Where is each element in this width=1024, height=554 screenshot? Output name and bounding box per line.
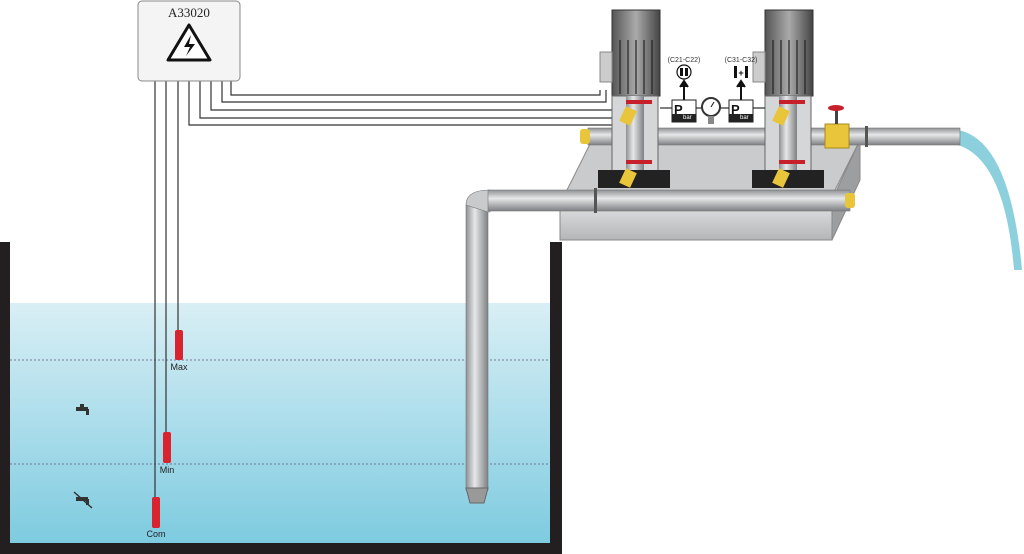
pressure-manifold: P bar P bar (C21-C22) (C31-C32) + xyxy=(660,57,765,124)
pressure-unit-1: bar xyxy=(683,115,692,121)
tank-right-wall xyxy=(550,242,562,554)
float-switch-com: Com xyxy=(146,497,166,539)
suction-pipe xyxy=(465,188,855,504)
pressure-switch-2: P bar xyxy=(728,99,754,123)
svg-text:+: + xyxy=(738,68,743,78)
float-label-com: Com xyxy=(146,529,165,539)
faucet-disabled-icon xyxy=(73,491,93,509)
pressure-label-2: P xyxy=(731,102,740,117)
pump-2 xyxy=(752,9,824,188)
faucet-icon xyxy=(76,404,89,415)
pressure-gauge-icon xyxy=(701,97,721,124)
contact-switch-icon: + xyxy=(734,66,748,78)
pump-1 xyxy=(598,9,670,188)
float-switch-min: Min xyxy=(160,432,175,475)
water-tank xyxy=(0,242,562,554)
water xyxy=(10,303,550,543)
tank-bottom xyxy=(0,543,562,554)
pressure-unit-2: bar xyxy=(740,115,749,121)
control-box-label: A33020 xyxy=(168,5,210,20)
high-voltage-icon xyxy=(166,23,212,62)
rotation-switch-icon xyxy=(676,64,692,80)
code-label-2: (C31-C32) xyxy=(725,57,758,64)
float-switch-max: Max xyxy=(170,330,188,372)
pressure-label-1: P xyxy=(674,102,683,117)
cables xyxy=(154,80,612,500)
float-label-max: Max xyxy=(170,362,188,372)
control-box: A33020 xyxy=(137,0,241,82)
code-label-1: (C21-C22) xyxy=(668,57,701,64)
tank-left-wall xyxy=(0,242,10,554)
float-label-min: Min xyxy=(160,465,175,475)
pressure-switch-1: P bar xyxy=(671,99,697,123)
